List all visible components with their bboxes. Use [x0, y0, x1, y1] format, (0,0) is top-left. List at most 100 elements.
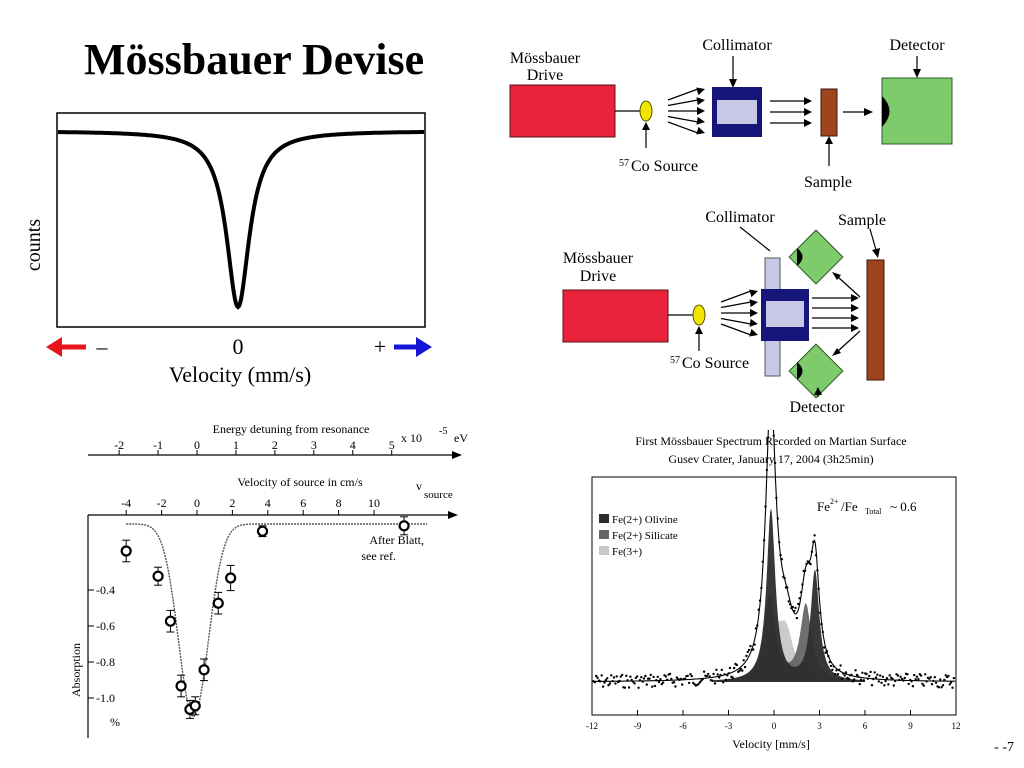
beam-arrow	[667, 88, 699, 101]
measured-point	[899, 675, 902, 678]
beam-arrowhead	[804, 119, 812, 127]
beam-arrow	[667, 115, 699, 123]
absorption-line	[58, 130, 424, 310]
measured-point	[623, 686, 627, 689]
measured-point	[719, 673, 722, 677]
data-point	[175, 680, 187, 692]
measured-point	[707, 672, 710, 676]
measured-point	[888, 674, 891, 677]
measured-point	[929, 676, 932, 679]
measured-point	[697, 682, 700, 686]
measured-point	[851, 680, 855, 683]
measured-point	[762, 539, 766, 542]
measured-point	[716, 673, 719, 676]
measured-point	[731, 676, 734, 679]
measured-point	[814, 554, 818, 557]
velocity-tick-label: 6	[863, 721, 868, 731]
energy-tick-label: 0	[194, 438, 200, 452]
measured-point	[742, 659, 745, 662]
legend-swatch-silicate	[599, 530, 609, 539]
drive-label-line2: Drive	[527, 67, 563, 84]
velocity-tick-label: 9	[908, 721, 913, 731]
beam-arrowhead	[851, 314, 859, 322]
measured-point	[652, 675, 655, 679]
measured-point	[842, 672, 845, 675]
svg-text:eV: eV	[454, 431, 468, 445]
measured-point	[723, 673, 726, 676]
co-source	[639, 100, 653, 122]
measured-point	[687, 681, 691, 685]
measured-point	[661, 681, 665, 684]
measured-point	[872, 677, 875, 681]
measured-point	[666, 678, 669, 681]
velocity-tick-label: -3	[725, 721, 733, 731]
measured-point	[674, 685, 677, 688]
sample-label: Sample	[804, 174, 852, 191]
ratio-annotation: Fe 2+ /Fe Total ~ 0.6	[817, 497, 917, 516]
measured-point	[603, 681, 606, 684]
measured-point	[601, 685, 605, 688]
measured-point	[644, 674, 647, 678]
measured-point	[836, 673, 840, 676]
data-point	[189, 700, 201, 712]
sample	[820, 88, 838, 137]
velocity-tick-label: -9	[634, 721, 642, 731]
absorption-tick-label: -1.0	[96, 691, 115, 705]
measured-point	[708, 675, 711, 678]
measured-point	[919, 674, 923, 677]
measured-point	[843, 674, 846, 677]
beam-arrowhead	[696, 97, 705, 106]
measured-point	[779, 553, 782, 557]
measured-point	[862, 679, 865, 682]
svg-text:source: source	[424, 489, 453, 501]
measured-point	[780, 558, 784, 561]
measured-point	[749, 644, 752, 648]
measured-point	[645, 683, 648, 686]
legend-label-fe3: Fe(3+)	[612, 546, 642, 558]
mossbauer-drive	[509, 84, 616, 138]
velocity-tick-label: -12	[586, 721, 598, 731]
measured-point	[656, 675, 659, 679]
collimator-label: Collimator	[705, 209, 775, 226]
measured-point	[683, 677, 687, 680]
measured-point	[952, 676, 956, 680]
measured-point	[795, 616, 799, 620]
velocity-tick-label: -4	[121, 496, 131, 510]
data-point	[152, 570, 164, 582]
measured-point	[787, 600, 790, 603]
measured-point	[621, 673, 624, 677]
data-points	[120, 516, 410, 719]
sample-label: Sample	[838, 212, 886, 229]
measured-point	[847, 677, 850, 680]
beam-arrow	[720, 317, 752, 325]
measured-point	[810, 550, 814, 553]
measured-point	[924, 673, 927, 676]
data-point	[398, 520, 410, 532]
measured-point	[934, 681, 938, 684]
measured-point	[906, 673, 909, 676]
measured-point	[884, 679, 887, 683]
measured-point	[625, 674, 628, 677]
velocity-tick-label: 8	[336, 496, 342, 510]
measured-point	[593, 681, 597, 684]
detector-lower	[788, 343, 844, 399]
measured-point	[922, 684, 925, 687]
detector	[881, 77, 953, 145]
measured-point	[821, 630, 824, 634]
measured-point	[668, 672, 672, 676]
beam-arrowhead	[696, 116, 705, 125]
measured-point	[823, 646, 826, 649]
measured-point	[670, 677, 673, 681]
collimator-label: Collimator	[702, 37, 772, 54]
measured-point	[833, 672, 837, 676]
velocity-tick-label: -6	[679, 721, 687, 731]
measured-point	[604, 678, 607, 682]
measured-point	[701, 678, 704, 681]
measured-point	[870, 684, 874, 687]
measured-point	[858, 682, 861, 686]
measured-point	[634, 676, 637, 680]
measured-point	[812, 540, 815, 544]
beam-arrowhead	[851, 324, 859, 332]
measured-point	[631, 680, 635, 683]
legend: Fe(2+) Olivine Fe(2+) Silicate Fe(3+)	[599, 514, 678, 558]
